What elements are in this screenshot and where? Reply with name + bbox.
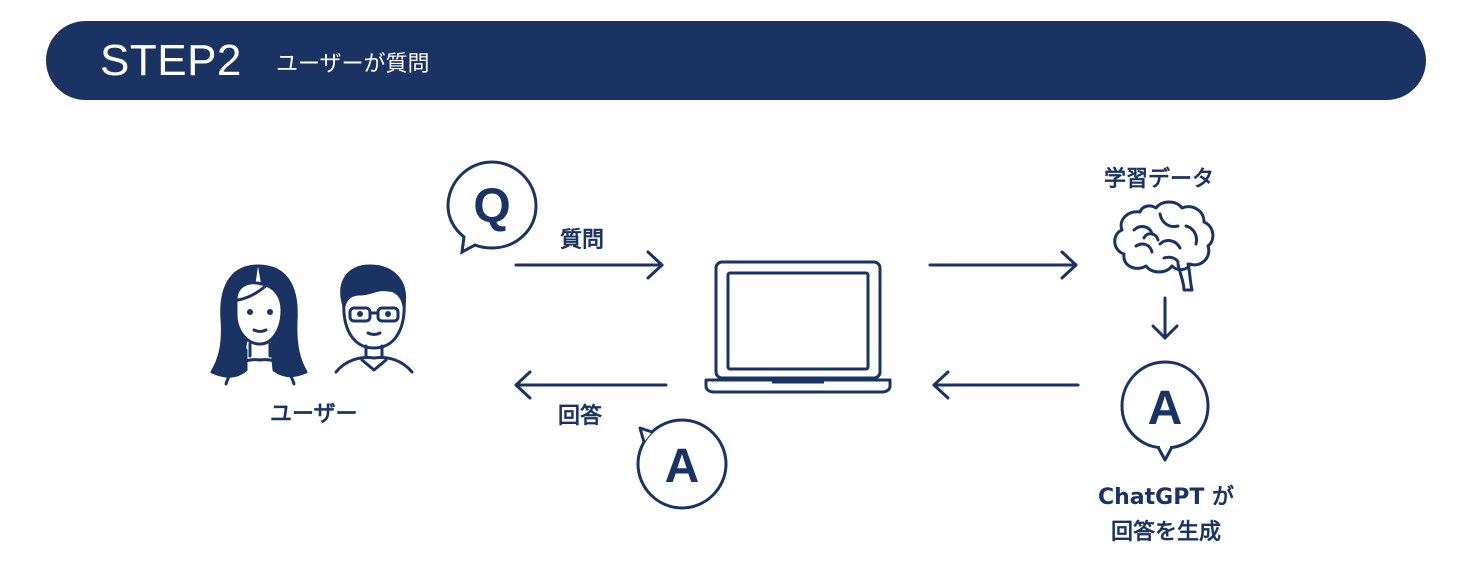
ai-answer-bubble-icon: A — [1120, 360, 1210, 462]
user-man-glasses-icon — [334, 264, 414, 374]
step-title: ユーザーが質問 — [276, 52, 430, 77]
question-bubble-icon: Q — [446, 160, 538, 255]
chatgpt-generate-line2: 回答を生成 — [1110, 520, 1221, 545]
answer-label: 回答 — [558, 404, 603, 429]
step-number: STEP2 — [100, 36, 242, 85]
chatgpt-generate-line1: ChatGPT が — [1097, 485, 1235, 510]
laptop-icon — [704, 260, 892, 394]
arrow-ai-answer-to-laptop — [932, 370, 1080, 400]
answer-bubble-icon: A — [636, 418, 728, 510]
arrow-answer-to-user — [514, 370, 668, 400]
question-label: 質問 — [560, 228, 605, 253]
answer-bubble-letter: A — [665, 440, 700, 493]
training-data-label: 学習データ — [1104, 167, 1215, 192]
question-bubble-letter: Q — [473, 180, 510, 233]
arrow-data-to-generate — [1151, 296, 1179, 340]
user-woman-icon — [210, 264, 308, 386]
chatgpt-generate-label: ChatGPT が 回答を生成 — [1056, 480, 1276, 550]
step-header-banner: STEP2 ユーザーが質問 — [46, 21, 1426, 100]
ai-answer-bubble-letter: A — [1148, 382, 1183, 435]
arrow-question-to-laptop — [514, 250, 664, 280]
brain-icon — [1113, 200, 1215, 292]
users-label: ユーザー — [270, 402, 358, 427]
arrow-laptop-to-data — [928, 250, 1078, 280]
